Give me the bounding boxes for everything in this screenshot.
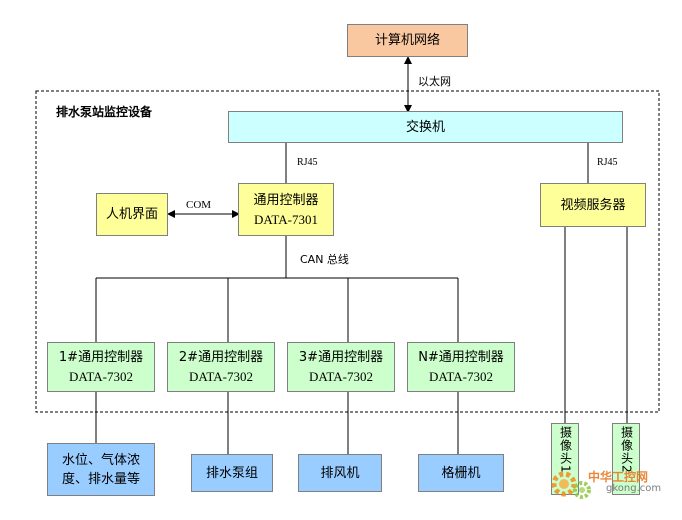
sub-controller-name: N#通用控制器 — [418, 350, 504, 365]
watermark-title: 中华工控网 — [588, 470, 649, 484]
sensor-device-label: 水位、气体浓度、排水量等 — [61, 452, 140, 487]
sub-controller-name: 3#通用控制器 — [298, 350, 384, 365]
rj45-left-label: RJ45 — [297, 157, 318, 168]
main-controller-node: 通用控制器 DATA-7301 — [238, 183, 334, 236]
exhaust-fan-node: 排风机 — [298, 454, 382, 492]
video-server-label: 视频服务器 — [560, 197, 626, 213]
hmi-label: 人机界面 — [105, 207, 158, 222]
rj45-right-label: RJ45 — [597, 157, 618, 168]
sub-controller-3: 3#通用控制器 DATA-7302 — [287, 342, 395, 392]
video-server-node: 视频服务器 — [540, 183, 646, 227]
sub-controller-model: DATA-7302 — [189, 369, 253, 384]
switch-node: 交换机 — [228, 111, 623, 143]
can-bus-label: CAN 总线 — [300, 253, 349, 266]
sub-controller-model: DATA-7302 — [69, 369, 133, 384]
grille-machine-label: 格栅机 — [441, 465, 481, 481]
camera-2-node: 摄像头2 — [612, 423, 640, 495]
exhaust-fan-label: 排风机 — [320, 465, 360, 481]
camera-2-label: 摄像头2 — [619, 426, 634, 474]
sub-controller-model: DATA-7302 — [309, 369, 373, 384]
watermark-url: gkong.com — [606, 483, 662, 494]
camera-1-label: 摄像头1 — [558, 426, 573, 474]
pump-group-label: 排水泵组 — [205, 465, 258, 481]
gear-icon — [551, 471, 591, 499]
main-controller-name: 通用控制器 — [253, 192, 319, 208]
sub-controller-name: 1#通用控制器 — [58, 350, 144, 365]
computer-network-label: 计算机网络 — [374, 33, 440, 48]
sub-controller-n: N#通用控制器 DATA-7302 — [407, 342, 515, 392]
sub-controller-1: 1#通用控制器 DATA-7302 — [47, 342, 155, 392]
computer-network-node: 计算机网络 — [347, 24, 468, 57]
watermark: 中华工控网 gkong.com — [548, 462, 678, 502]
group-title: 排水泵站监控设备 — [56, 105, 153, 119]
sub-controller-name: 2#通用控制器 — [178, 350, 264, 365]
main-controller-model: DATA-7301 — [254, 211, 318, 227]
sub-controller-model: DATA-7302 — [429, 369, 493, 384]
ethernet-label: 以太网 — [418, 75, 451, 88]
switch-label: 交换机 — [405, 119, 445, 135]
sub-controller-2: 2#通用控制器 DATA-7302 — [167, 342, 275, 392]
hmi-node: 人机界面 — [96, 193, 168, 236]
grille-machine-node: 格栅机 — [418, 454, 504, 492]
com-label: COM — [186, 199, 212, 211]
sensor-device-node: 水位、气体浓度、排水量等 — [47, 443, 155, 496]
pump-group-node: 排水泵组 — [191, 454, 273, 492]
